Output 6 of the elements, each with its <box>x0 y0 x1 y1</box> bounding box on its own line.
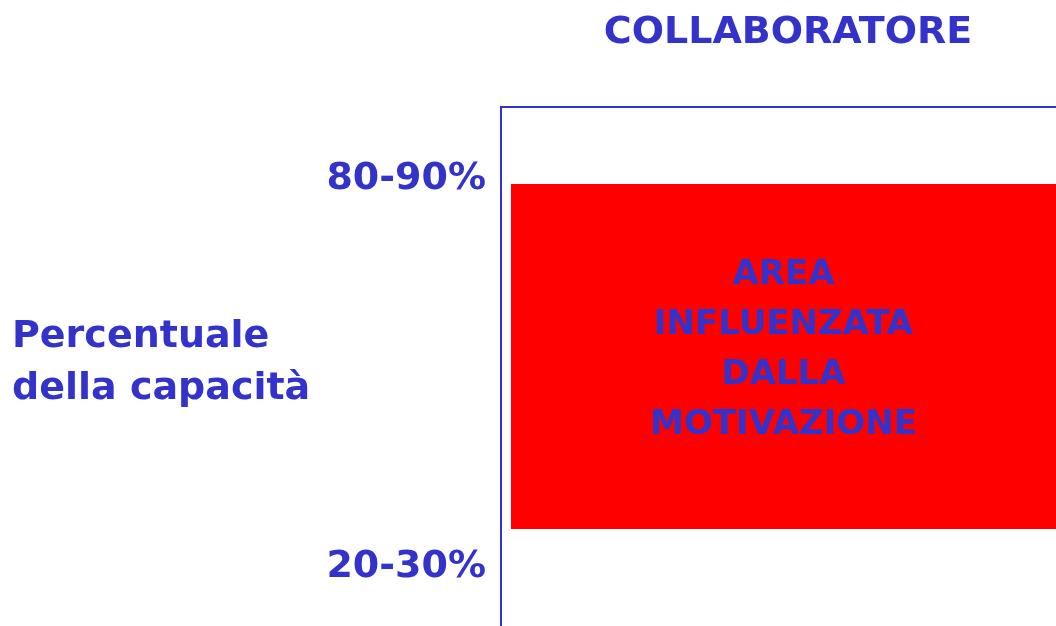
percentage-label: 20-30% <box>325 541 486 588</box>
title: COLLABORATORE <box>602 8 974 52</box>
area-label: AREA INFLUENZATA DALLA MOTIVAZIONE <box>649 250 918 444</box>
percentage-label: 80-90% <box>325 153 486 200</box>
axis-label: Percentuale della capacità <box>12 311 312 410</box>
highlighted-area <box>511 184 1056 529</box>
